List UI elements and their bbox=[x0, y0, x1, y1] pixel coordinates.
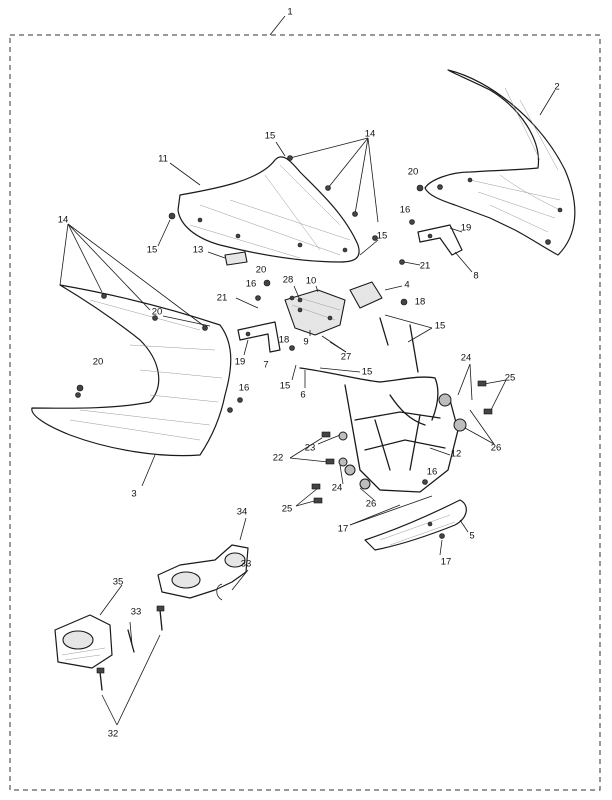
callout-c11: 11 bbox=[158, 154, 168, 165]
callout-c17a: 17 bbox=[338, 524, 349, 535]
callout-c1: 1 bbox=[287, 7, 292, 18]
part-33-circlip bbox=[216, 569, 249, 601]
part-3-side-fairing bbox=[31, 284, 232, 487]
callout-c9: 9 bbox=[303, 337, 308, 348]
callout-c15f: 15 bbox=[280, 381, 291, 392]
part-4-plate bbox=[349, 281, 403, 309]
callout-c32: 32 bbox=[108, 729, 119, 740]
callout-c24b: 24 bbox=[332, 483, 343, 494]
part-34-clamp bbox=[157, 517, 249, 599]
callout-c33b: 33 bbox=[131, 607, 142, 618]
callout-c33a: 33 bbox=[241, 559, 252, 570]
callout-c34: 34 bbox=[237, 507, 248, 518]
callout-c15a: 15 bbox=[265, 131, 276, 142]
callout-c12: 12 bbox=[451, 449, 462, 460]
callout-c7: 7 bbox=[263, 360, 268, 371]
part-7-bracket bbox=[237, 321, 281, 353]
callout-c20b: 20 bbox=[256, 265, 267, 276]
callout-c19a: 19 bbox=[461, 223, 472, 234]
callout-c26a: 26 bbox=[491, 443, 502, 454]
callout-c8: 8 bbox=[473, 271, 478, 282]
part-12-fairing-frame bbox=[299, 367, 467, 493]
callout-c5: 5 bbox=[469, 531, 474, 542]
assembly-border bbox=[9, 34, 601, 791]
callout-c2: 2 bbox=[554, 82, 559, 93]
callout-c15d: 15 bbox=[435, 321, 446, 332]
callout-c24a: 24 bbox=[461, 353, 472, 364]
callout-c25b: 25 bbox=[282, 504, 293, 515]
callout-c35: 35 bbox=[113, 577, 124, 588]
part-13-clip bbox=[207, 251, 248, 266]
part-35-clamp bbox=[54, 584, 123, 669]
callout-c16c: 16 bbox=[239, 383, 250, 394]
callout-c16a: 16 bbox=[400, 205, 411, 216]
callout-c21a: 21 bbox=[420, 261, 431, 272]
callout-c20c: 20 bbox=[152, 307, 163, 318]
callout-c22: 22 bbox=[273, 453, 284, 464]
callout-c6: 6 bbox=[300, 390, 305, 401]
callout-c26b: 26 bbox=[366, 499, 377, 510]
callout-c18a: 18 bbox=[415, 297, 426, 308]
callout-c16d: 16 bbox=[427, 467, 438, 478]
callout-c20d: 20 bbox=[93, 357, 104, 368]
callout-c10: 10 bbox=[306, 276, 317, 287]
callout-c20a: 20 bbox=[408, 167, 419, 178]
callout-c23: 23 bbox=[305, 443, 316, 454]
callout-c15b: 15 bbox=[147, 245, 158, 256]
callout-c3: 3 bbox=[131, 489, 136, 500]
callout-labels: 1234567891011121314141515151515151616161… bbox=[58, 7, 560, 740]
callout-c15c: 15 bbox=[377, 231, 388, 242]
part-8-bracket bbox=[417, 224, 473, 273]
callout-c18b: 18 bbox=[279, 335, 290, 346]
callout-c13: 13 bbox=[193, 245, 204, 256]
callout-c17b: 17 bbox=[441, 557, 452, 568]
part-2-cockpit-upper bbox=[424, 69, 576, 256]
fasteners bbox=[59, 137, 507, 556]
part-9-10-bracket bbox=[284, 289, 346, 336]
callout-c16b: 16 bbox=[246, 279, 257, 290]
callout-c27: 27 bbox=[341, 352, 352, 363]
callout-c15e: 15 bbox=[362, 367, 373, 378]
part-32-bolts bbox=[96, 605, 165, 726]
callout-c4: 4 bbox=[404, 280, 409, 291]
callout-c21b: 21 bbox=[217, 293, 228, 304]
part-5-lower-panel bbox=[364, 499, 469, 551]
callout-c14a: 14 bbox=[365, 129, 376, 140]
callout-c14b: 14 bbox=[58, 215, 69, 226]
callout-c28: 28 bbox=[283, 275, 294, 286]
part-11-windscreen bbox=[169, 156, 360, 263]
leader-1 bbox=[269, 15, 286, 36]
callout-c19b: 19 bbox=[235, 357, 246, 368]
callout-c25a: 25 bbox=[505, 373, 516, 384]
